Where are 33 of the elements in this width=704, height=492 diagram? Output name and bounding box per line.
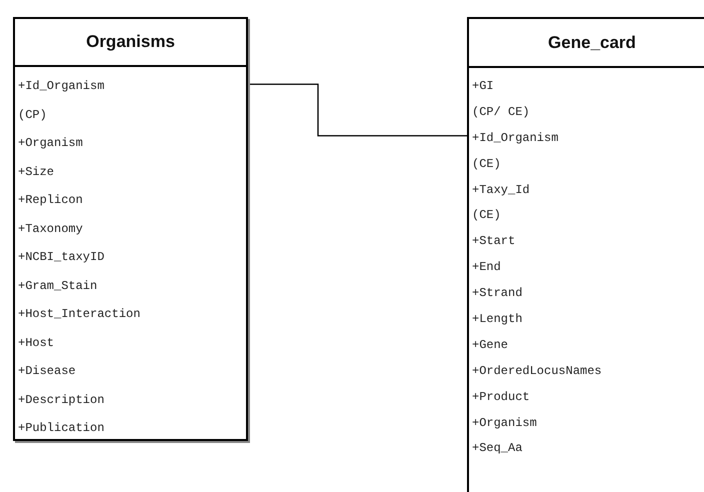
class-box (467, 17, 704, 492)
attribute-text: +Seq_Aa (472, 440, 522, 458)
attribute-text: (CE) (472, 156, 501, 173)
attribute-text: +Description (18, 392, 104, 409)
attribute-text: (CE) (472, 207, 501, 224)
attribute-text: +Id_Organism (18, 78, 104, 96)
attribute-text: +Host_Interaction (18, 306, 140, 324)
class-box (13, 17, 248, 441)
attribute-text: +Gene (472, 336, 508, 354)
attribute-text: +Id_Organism (472, 130, 558, 147)
attribute-text: +Product (472, 388, 530, 406)
class-name: Gene_card (548, 32, 636, 54)
attribute-text: (CP/ CE) (472, 104, 530, 121)
attribute-text: +Taxonomy (18, 220, 83, 238)
attribute-text: +Host (18, 334, 54, 352)
attribute-text: +Length (472, 310, 522, 328)
attribute-text: +Strand (472, 285, 522, 302)
class-name: Organisms (86, 31, 175, 54)
attribute-text: (CP) (18, 106, 47, 124)
attribute-text: +Organism (472, 414, 537, 432)
attribute-text: +Gram_Stain (18, 278, 98, 295)
attribute-text: +Publication (18, 420, 104, 438)
attribute-text: +Disease (18, 363, 76, 380)
attribute-text: +Replicon (18, 192, 83, 210)
attribute-text: +GI (472, 78, 494, 95)
attribute-text: +Taxy_Id (472, 182, 530, 198)
attribute-text: +Size (18, 164, 54, 181)
attribute-text: +End (472, 259, 501, 276)
attribute-text: +OrderedLocusNames (472, 362, 602, 380)
attribute-text: +Start (472, 233, 516, 250)
attribute-text: +NCBI_taxyID (18, 249, 104, 266)
connector-line (248, 84, 467, 136)
attribute-text: +Organism (18, 135, 83, 152)
